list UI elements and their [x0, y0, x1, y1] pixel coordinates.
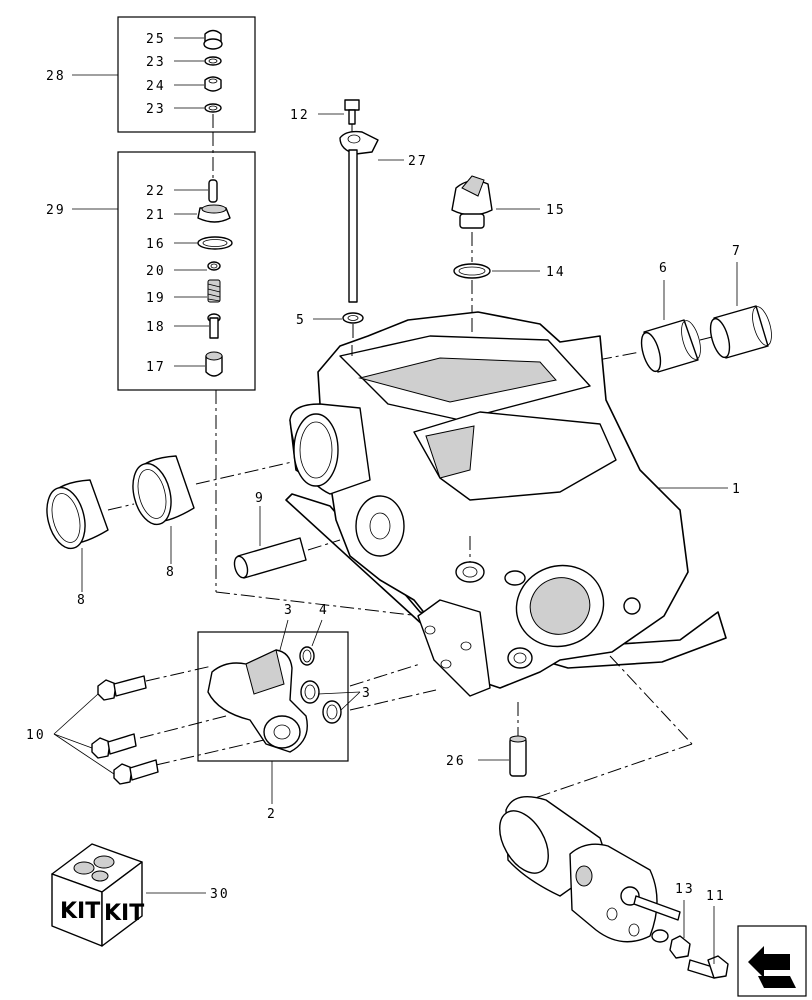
- callout-3: 3: [362, 686, 372, 701]
- callout-28: 28: [46, 69, 66, 84]
- part-7-bushing: [709, 262, 772, 359]
- part-19-spring: [174, 279, 221, 303]
- callout-27: 27: [408, 154, 428, 169]
- callout-24: 24: [146, 79, 166, 94]
- callout-10: 10: [26, 728, 46, 743]
- callout-26: 26: [446, 754, 466, 769]
- part-22-pin: [174, 179, 218, 203]
- part-23-washer-bottom: [174, 103, 222, 113]
- callout-8: 8: [77, 593, 87, 608]
- callout-3: 3: [284, 603, 294, 618]
- callout-29: 29: [46, 203, 66, 218]
- part-23-washer-top: [174, 56, 222, 66]
- callout-9: 9: [255, 491, 265, 506]
- callout-25: 25: [146, 32, 166, 47]
- part-24-nut: [174, 76, 222, 92]
- part-20-ball: [174, 261, 221, 271]
- callout-17: 17: [146, 360, 166, 375]
- next-page-arrow-icon[interactable]: [737, 925, 807, 997]
- part-5-washer: [313, 312, 364, 324]
- kit-box-29: [72, 132, 421, 617]
- callout-12: 12: [290, 108, 310, 123]
- part-15-breather-cap: [451, 175, 540, 229]
- part-3-o-rings: [300, 680, 361, 724]
- callout-19: 19: [146, 291, 166, 306]
- callout-22: 22: [146, 184, 166, 199]
- kit-label-right: KIT: [104, 901, 144, 926]
- callout-15: 15: [546, 203, 566, 218]
- part-10-bolts: [53, 675, 159, 785]
- part-12-screw: [318, 99, 360, 125]
- callout-20: 20: [146, 264, 166, 279]
- callout-18: 18: [146, 320, 166, 335]
- control-valve-assembly: [499, 796, 681, 943]
- part-8-bushing-left: [46, 479, 109, 592]
- kit-box-2: [197, 619, 349, 804]
- part-1-lift-housing: [285, 311, 728, 697]
- part-25-cap-nut: [174, 29, 223, 50]
- callout-1: 1: [732, 482, 742, 497]
- part-14-o-ring: [453, 263, 540, 279]
- callout-6: 6: [659, 261, 669, 276]
- callout-16: 16: [146, 237, 166, 252]
- kit-label-left: KIT: [60, 899, 100, 924]
- callout-23: 23: [146, 55, 166, 70]
- callout-8: 8: [166, 565, 176, 580]
- part-26-dowel: [478, 735, 527, 777]
- callout-4: 4: [319, 603, 329, 618]
- part-17-seat: [174, 351, 223, 377]
- part-16-o-ring: [174, 236, 233, 250]
- part-6-bushing: [640, 280, 701, 373]
- callout-14: 14: [546, 265, 566, 280]
- callout-30: 30: [210, 887, 230, 902]
- part-13-bolt: [651, 900, 691, 959]
- part-9-pin: [233, 506, 307, 579]
- callout-21: 21: [146, 208, 166, 223]
- callout-7: 7: [732, 244, 742, 259]
- part-11-bolt: [687, 906, 729, 979]
- callout-23: 23: [146, 102, 166, 117]
- part-18-plunger: [174, 313, 221, 339]
- kit-box-28: [72, 16, 256, 133]
- kit-icon: KIT KIT: [51, 843, 206, 947]
- callout-2: 2: [267, 807, 277, 822]
- part-4-o-ring: [299, 619, 323, 666]
- callout-labels: 25 23 24 23 28 12 27 22 21 16 20 19 18 1…: [26, 32, 742, 904]
- part-8-bushing-right: [132, 455, 195, 564]
- callout-11: 11: [706, 889, 726, 904]
- part-21-valve-body: [174, 204, 231, 223]
- callout-5: 5: [296, 313, 306, 328]
- part-27-shaft: [339, 130, 404, 303]
- callout-13: 13: [675, 882, 695, 897]
